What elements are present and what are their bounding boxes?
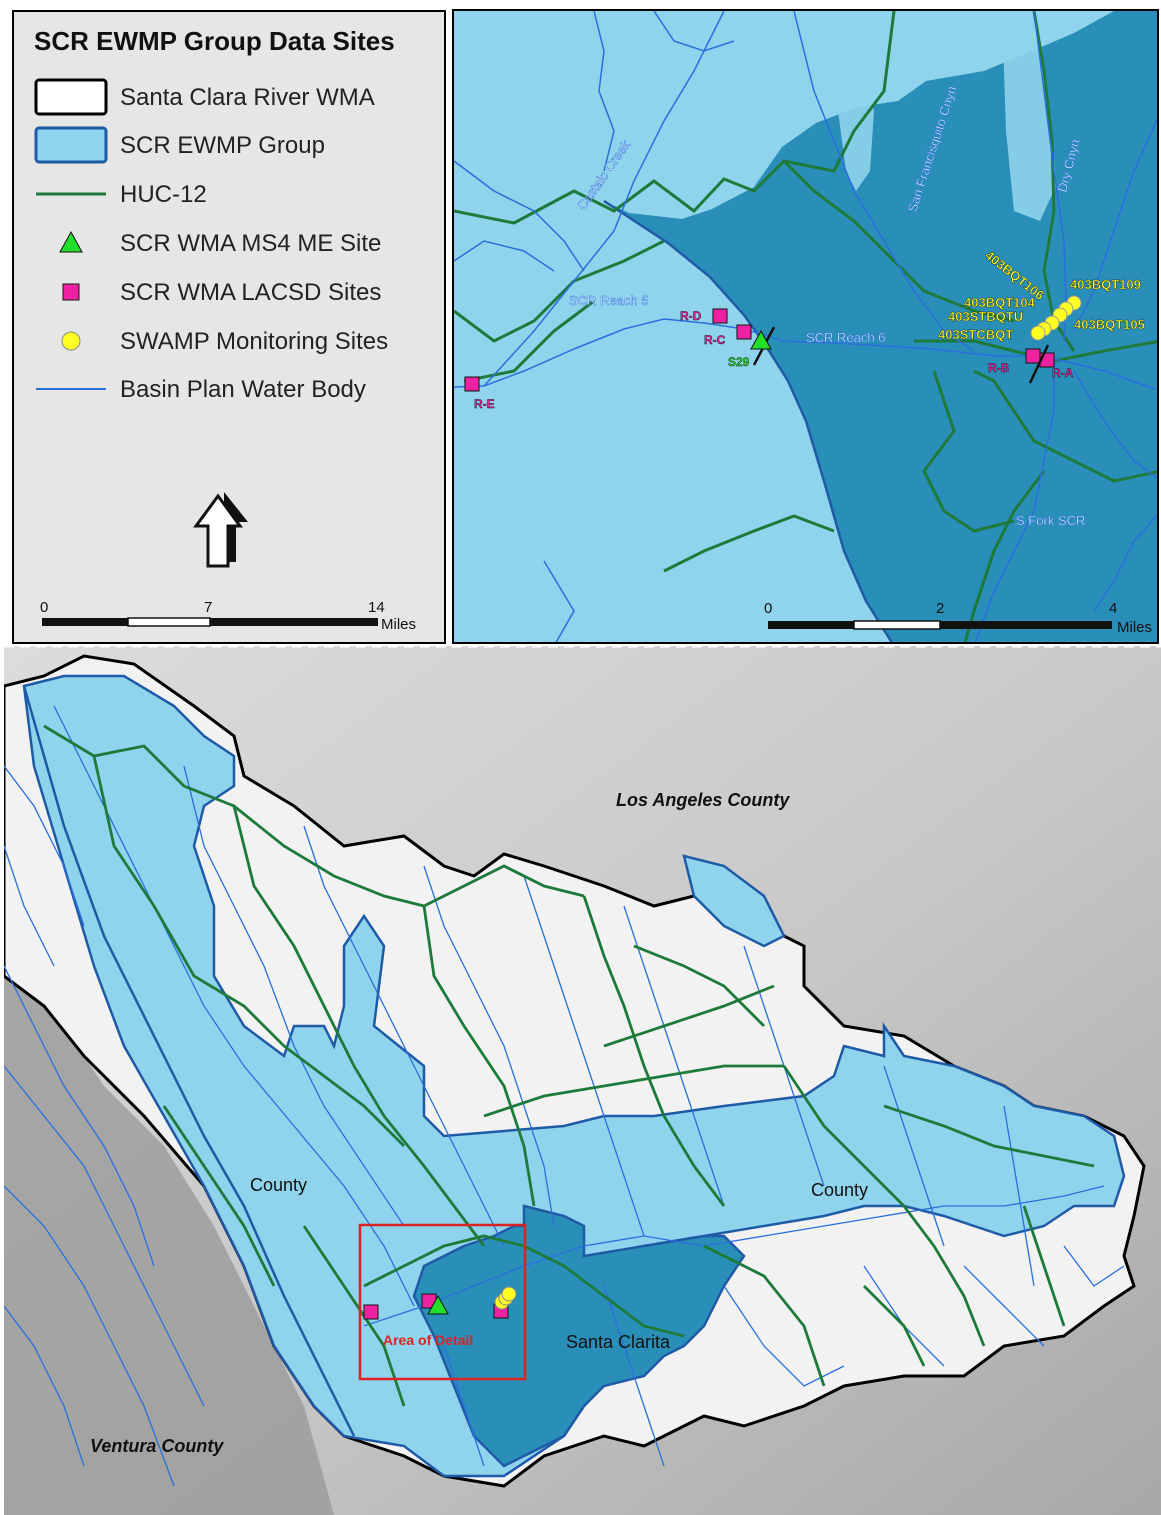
main-ms4-site-icon <box>427 1294 449 1315</box>
main-lacsd-site-r-e <box>363 1304 379 1320</box>
legend-label-ewmp: SCR EWMP Group <box>120 132 325 159</box>
ms4-triangle-icon <box>59 230 83 253</box>
legend-label-swamp: SWAMP Monitoring Sites <box>120 328 389 355</box>
legend-item-swamp: SWAMP Monitoring Sites <box>34 322 444 362</box>
inset-scale-tick-0: 0 <box>764 600 772 617</box>
swamp-label-403bqt104: 403BQT104 <box>964 295 1036 310</box>
north-arrow-icon <box>193 492 248 568</box>
site-label-r-a: R-A <box>1052 366 1074 380</box>
legend-label-lacsd: SCR WMA LACSD Sites <box>120 279 382 306</box>
swamp-circle-icon <box>61 331 81 351</box>
site-label-r-d: R-D <box>680 309 702 323</box>
main-swamp-sites <box>494 1286 517 1310</box>
santa-clarita-label: Santa Clarita <box>566 1332 671 1352</box>
site-label-r-e: R-E <box>474 397 495 411</box>
water-line-swatch <box>36 388 106 390</box>
main-map-canvas: Los Angeles County Ventura County County… <box>4 646 1161 1515</box>
inset-scale-tick-2: 2 <box>936 600 944 617</box>
inset-map-canvas: Castaic Creek San Francisquito Cnyn Dry … <box>454 11 1157 642</box>
la-county-label: Los Angeles County <box>616 790 790 810</box>
legend-item-wma: Santa Clara River WMA <box>34 78 444 118</box>
scr-reach5-label: SCR Reach 5 <box>569 293 648 308</box>
swamp-label-403stbqtu: 403STBQTU <box>948 309 1023 324</box>
legend-item-ewmp: SCR EWMP Group <box>34 126 444 166</box>
legend-item-water: Basin Plan Water Body <box>34 370 444 410</box>
legend-panel: SCR EWMP Group Data Sites Santa Clara Ri… <box>12 10 446 644</box>
area-of-detail-box <box>358 1223 527 1381</box>
county-left-label: County <box>250 1175 307 1195</box>
swamp-label-403stcbqt: 403STCBQT <box>938 327 1013 342</box>
area-of-detail-label: Area of Detail <box>383 1332 473 1348</box>
legend-label-huc: HUC-12 <box>120 181 207 208</box>
inset-swamp-sites <box>1030 295 1082 341</box>
county-right-label: County <box>811 1180 868 1200</box>
scale-tick-14: 14 <box>368 599 385 616</box>
site-label-r-b: R-B <box>988 361 1010 375</box>
swamp-label-403bqt109: 403BQT109 <box>1070 277 1141 292</box>
inset-scale-unit: Miles <box>1117 619 1152 636</box>
inset-lacsd-sites <box>464 308 1055 392</box>
main-map[interactable]: Los Angeles County Ventura County County… <box>4 646 1161 1515</box>
huc-line-swatch <box>36 192 106 196</box>
legend-item-huc: HUC-12 <box>34 175 444 215</box>
scale-tick-0: 0 <box>40 599 48 616</box>
ewmp-light-area <box>22 674 1126 1478</box>
inset-map[interactable]: Castaic Creek San Francisquito Cnyn Dry … <box>452 9 1159 644</box>
scr-reach6-label: SCR Reach 6 <box>806 330 885 345</box>
legend-label-ms4: SCR WMA MS4 ME Site <box>120 230 382 257</box>
ewmp-group-swatch <box>34 126 108 164</box>
legend-scale-bar: 0 7 14 Miles <box>40 599 416 633</box>
inset-rivers <box>454 11 1157 642</box>
inset-scale-bar: 0 2 4 Miles <box>764 600 1152 636</box>
scale-tick-7: 7 <box>204 599 212 616</box>
legend-title: SCR EWMP Group Data Sites <box>34 26 395 56</box>
swamp-label-403bqt105: 403BQT105 <box>1074 317 1145 332</box>
legend-label-wma: Santa Clara River WMA <box>120 84 375 111</box>
s-fork-scr-label: S Fork SCR <box>1016 513 1085 528</box>
lacsd-square-icon <box>62 283 80 301</box>
legend-item-lacsd: SCR WMA LACSD Sites <box>34 273 444 313</box>
inset-ms4-site-icon <box>750 329 772 350</box>
scale-unit: Miles <box>381 616 416 633</box>
main-huc-lines <box>43 724 1095 1407</box>
ventura-county-label: Ventura County <box>90 1436 224 1456</box>
legend-label-water: Basin Plan Water Body <box>120 376 366 403</box>
wma-boundary-swatch <box>34 78 108 116</box>
legend-item-ms4: SCR WMA MS4 ME Site <box>34 224 444 264</box>
inset-scale-tick-4: 4 <box>1109 600 1117 617</box>
site-label-s29: S29 <box>728 355 750 369</box>
site-label-r-c: R-C <box>704 333 726 347</box>
